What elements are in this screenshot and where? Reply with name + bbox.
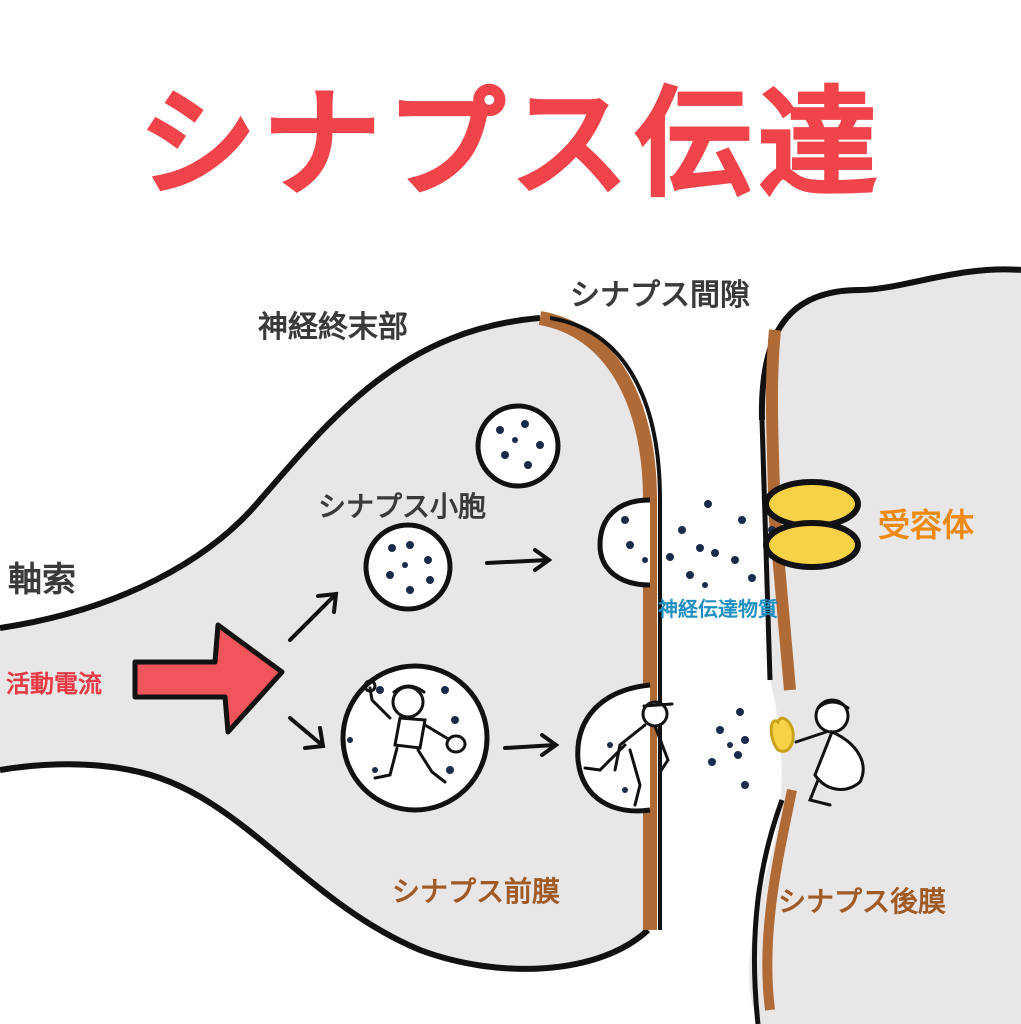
- label-synaptic-vesicle: シナプス小胞: [318, 490, 487, 523]
- action-current-arrow: [132, 622, 285, 735]
- postsynaptic-membrane-band-lower: [762, 789, 797, 1011]
- label-postsynaptic-membrane: シナプス後膜: [778, 885, 947, 918]
- synaptic-vesicle-mid: [363, 522, 453, 612]
- label-synaptic-cleft: シナプス間隙: [570, 278, 750, 313]
- flow-arrows: [288, 548, 560, 757]
- label-axon: 軸索: [8, 560, 76, 600]
- label-receptor: 受容体: [878, 506, 975, 544]
- label-action-current: 活動電流: [6, 670, 102, 698]
- label-nerve-terminal: 神経終末部: [258, 310, 408, 345]
- postsynaptic-neuron: [749, 269, 1021, 1024]
- pitcher-figure: [363, 679, 467, 784]
- exocytosis-pocket-lower: [575, 682, 651, 814]
- page-title: シナプス伝達: [137, 74, 883, 214]
- label-presynaptic-membrane: シナプス前膜: [392, 875, 561, 908]
- presynaptic-membrane-edge: [549, 316, 662, 930]
- presynaptic-neuron: [0, 318, 649, 968]
- catcher-figure: [769, 698, 865, 807]
- presynaptic-outline-top: [0, 315, 541, 631]
- neurotransmitter-dots: [666, 500, 776, 789]
- synaptic-vesicle-top: [475, 403, 561, 489]
- presynaptic-membrane-band: [538, 311, 657, 930]
- presynaptic-outline-bottom: [0, 761, 651, 972]
- runner-figure: [583, 700, 674, 807]
- receptor-shape: [763, 479, 861, 570]
- exocytosis-pocket-upper: [597, 497, 651, 588]
- label-neurotransmitter: 神経伝達物質: [658, 597, 778, 621]
- vesicle-dots: [347, 420, 648, 793]
